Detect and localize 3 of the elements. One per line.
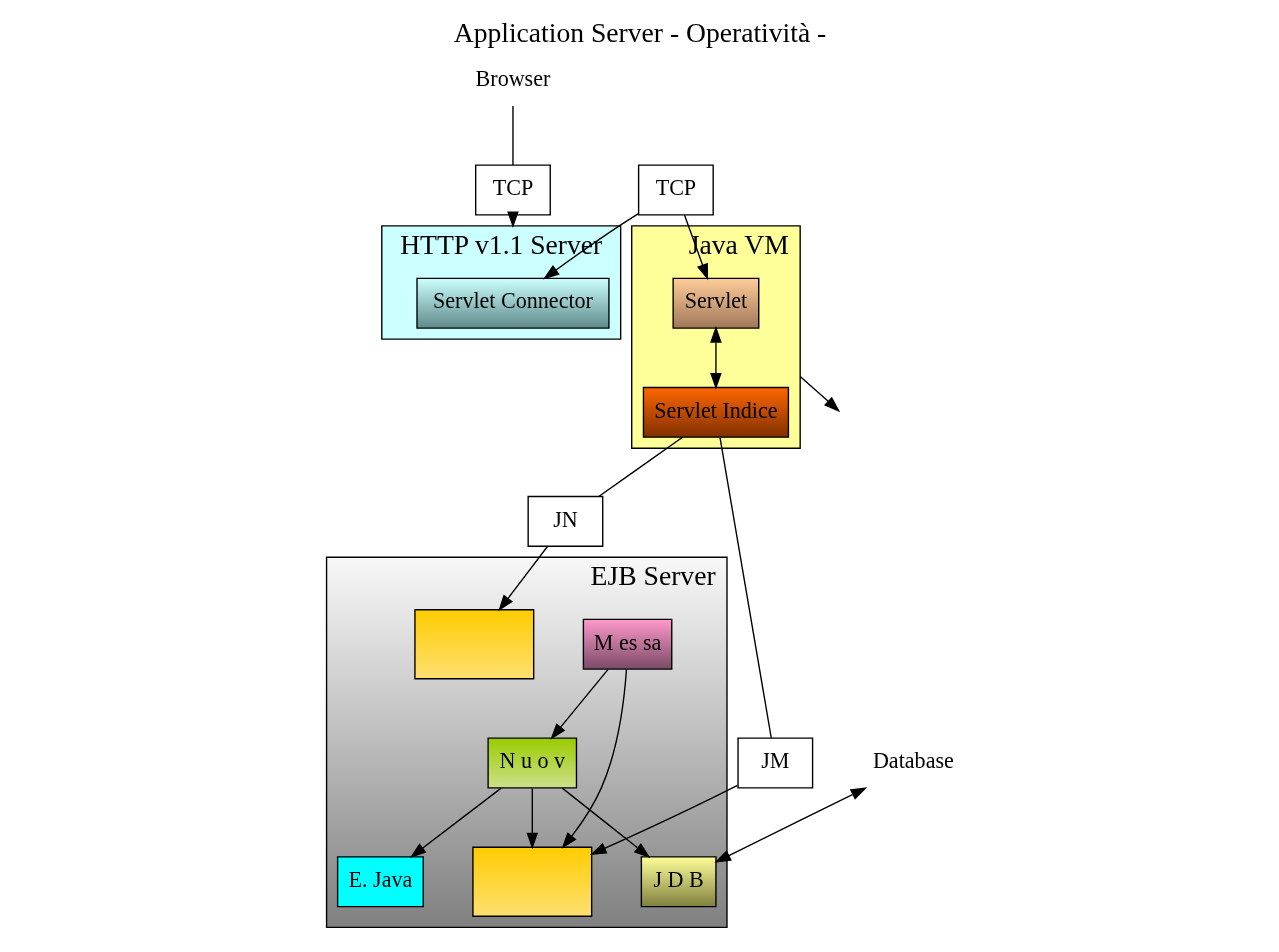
node-text: Database <box>872 747 954 773</box>
node-text: Browser <box>475 65 550 91</box>
diagram-title: Application Server - Operatività - <box>453 16 826 48</box>
